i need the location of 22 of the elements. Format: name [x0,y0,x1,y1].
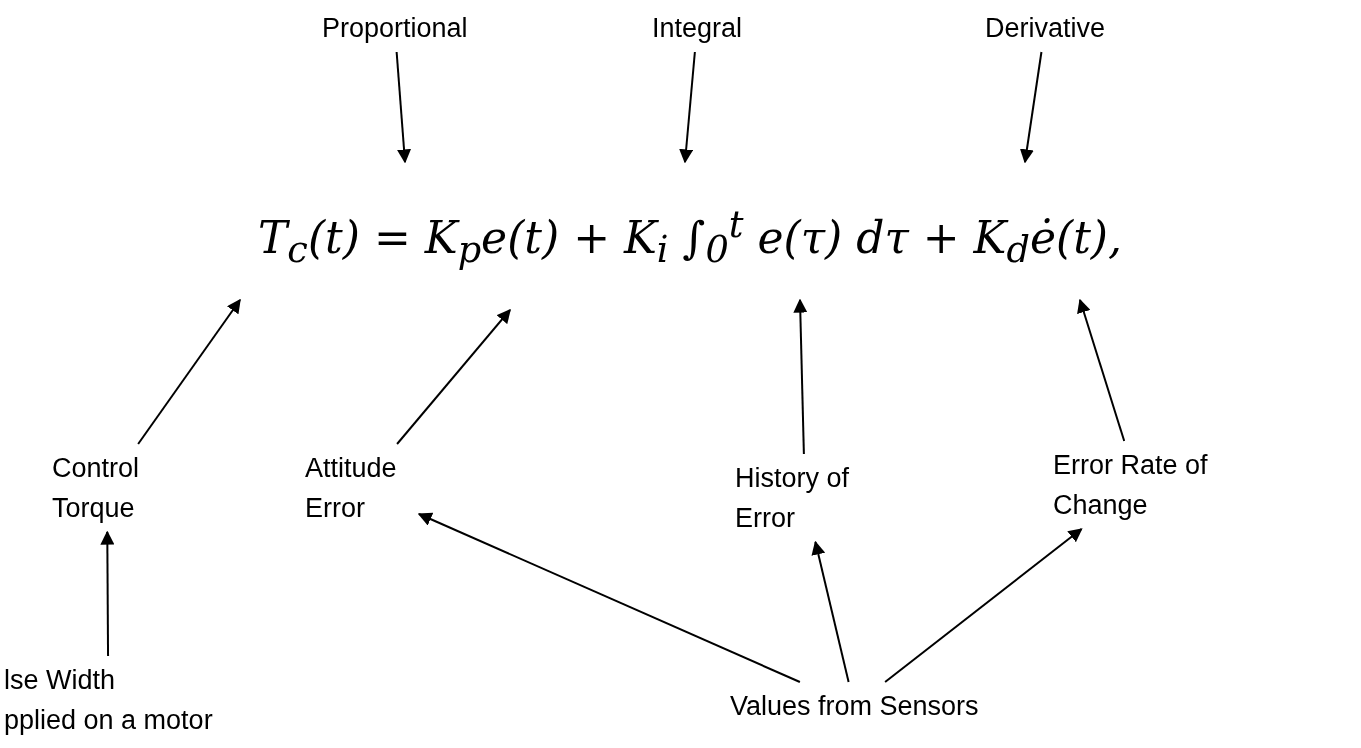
leader-line [396,308,511,445]
equation: T$_{c}$(t) = K$_{p}$e(t) + K$_{i}$ ∫$_{0}$$^{t}$ e(τ) dτ + K$_{d}$ė(t), [257,202,1123,274]
annotation-text: Control Torque [52,448,162,528]
annotation-text: Integral [652,8,743,48]
annotation-text: pplied on a motor [4,704,213,737]
annotation-text: Proportional [322,8,468,48]
arrow [811,540,850,683]
leader-line [1077,298,1126,442]
leader-line [793,298,808,455]
annotation-text: Derivative [985,8,1106,48]
annotation-text: Error Rate of Change [1053,445,1223,525]
leader-line [395,51,411,164]
leader-line [137,298,241,445]
annotation-text: History of Error [735,458,875,538]
arrow [884,528,1083,683]
leader-line [679,51,696,164]
leader-line [1019,51,1043,164]
arrow [417,512,801,683]
annotation-text: lse Width [4,664,117,697]
arrow [100,530,115,657]
annotation-text: Values from Sensors [730,686,979,726]
annotation-text: Attitude Error [305,448,415,528]
